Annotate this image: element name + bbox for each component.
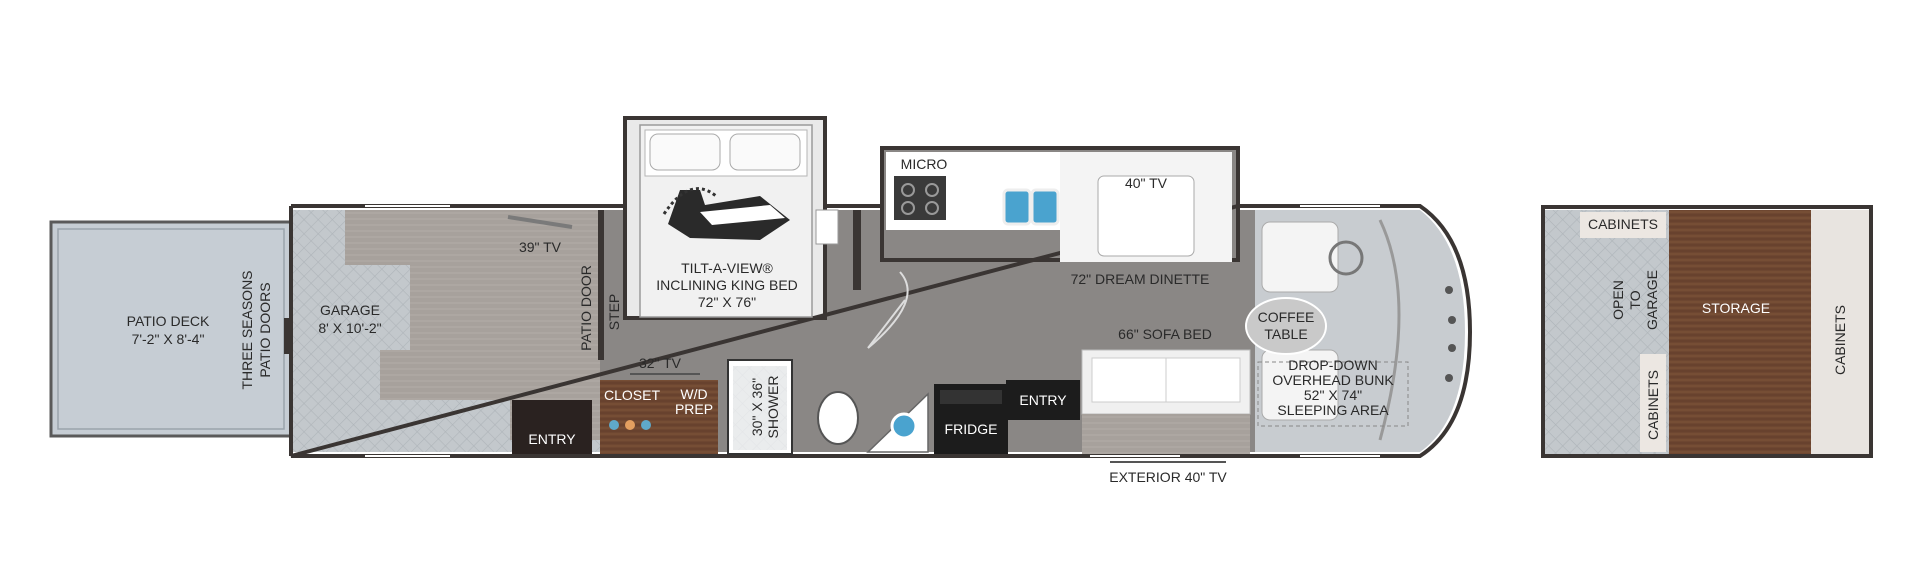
tv-39: 39" TV xyxy=(507,215,573,255)
svg-text:COFFEE: COFFEE xyxy=(1258,309,1315,325)
svg-text:ENTRY: ENTRY xyxy=(1019,392,1067,408)
fridge: FRIDGE xyxy=(934,384,1008,454)
svg-text:TABLE: TABLE xyxy=(1264,326,1307,342)
cabinets-left-label: CABINETS xyxy=(1645,370,1661,440)
svg-text:DROP-DOWN: DROP-DOWN xyxy=(1288,357,1377,373)
patio-deck: PATIO DECK 7'-2" X 8'-4" xyxy=(49,220,293,438)
svg-text:OVERHEAD BUNK: OVERHEAD BUNK xyxy=(1272,372,1394,388)
overhead-bunk: DROP-DOWN OVERHEAD BUNK 52" X 74" SLEEPI… xyxy=(1257,357,1409,427)
svg-text:52" X 74": 52" X 74" xyxy=(1304,387,1362,403)
dinette-label: 72" DREAM DINETTE xyxy=(1071,271,1210,287)
open-to-garage-1: OPEN xyxy=(1610,280,1626,320)
bed-label-2: INCLINING KING BED xyxy=(656,277,798,293)
svg-text:30" X 36": 30" X 36" xyxy=(749,378,765,436)
dinette: 40" TV xyxy=(1060,152,1232,262)
tv-40-label: 40" TV xyxy=(1125,175,1168,191)
patio-deck-size: 7'-2" X 8'-4" xyxy=(132,331,205,347)
sofa xyxy=(1081,349,1251,454)
bedroom: TILT-A-VIEW® INCLINING KING BED 72" X 76… xyxy=(639,124,839,318)
bed-label-1: TILT-A-VIEW® xyxy=(681,260,773,276)
cabinets-right-label: CABINETS xyxy=(1832,305,1848,375)
svg-text:EXTERIOR 40" TV: EXTERIOR 40" TV xyxy=(1109,469,1227,485)
toilet-icon xyxy=(817,391,859,445)
svg-text:FRIDGE: FRIDGE xyxy=(945,421,998,437)
garage-storage-plan: CABINETS OPEN TO GARAGE STORAGE CABINETS… xyxy=(1541,205,1873,458)
cooktop-icon xyxy=(894,176,946,220)
tv-32-label: 32" TV xyxy=(639,355,682,371)
patio-door-label: PATIO DOOR xyxy=(578,265,594,351)
front-entry: ENTRY xyxy=(1006,380,1080,420)
svg-text:PREP: PREP xyxy=(675,401,713,417)
garage-label: GARAGE xyxy=(320,302,380,318)
coffee-table: COFFEE TABLE xyxy=(1245,297,1327,355)
open-to-garage-2: TO xyxy=(1627,290,1643,309)
storage-label: STORAGE xyxy=(1702,300,1770,316)
bath-door xyxy=(867,271,909,349)
patio-deck-label: PATIO DECK xyxy=(127,313,210,329)
rear-entry: ENTRY xyxy=(512,400,592,454)
svg-text:SLEEPING AREA: SLEEPING AREA xyxy=(1277,402,1389,418)
micro-label: MICRO xyxy=(901,156,948,172)
shower: 30" X 36" SHOWER xyxy=(727,359,793,455)
three-seasons-label: THREE SEASONS xyxy=(239,270,255,389)
svg-text:SHOWER: SHOWER xyxy=(765,376,781,439)
svg-text:39" TV: 39" TV xyxy=(519,239,562,255)
closet: CLOSET xyxy=(600,380,668,454)
garage-size: 8' X 10'-2" xyxy=(318,320,381,336)
kitchen: MICRO xyxy=(886,152,1066,230)
exterior-tv: EXTERIOR 40" TV xyxy=(1109,461,1227,485)
washer-dryer-prep: W/D PREP xyxy=(668,380,718,454)
svg-text:ENTRY: ENTRY xyxy=(528,431,576,447)
patio-doors-label: PATIO DOORS xyxy=(257,282,273,377)
sink-icon xyxy=(1002,188,1060,226)
sink-icon xyxy=(866,392,929,453)
bed-icon xyxy=(662,187,790,240)
bed-label-3: 72" X 76" xyxy=(698,294,756,310)
svg-text:CLOSET: CLOSET xyxy=(604,387,660,403)
cabinets-top-label: CABINETS xyxy=(1588,216,1658,232)
sofa-label: 66" SOFA BED xyxy=(1118,326,1212,342)
cockpit xyxy=(1261,219,1456,441)
open-to-garage-3: GARAGE xyxy=(1644,270,1660,330)
svg-text:W/D: W/D xyxy=(680,386,707,402)
step-label: STEP xyxy=(606,294,622,331)
